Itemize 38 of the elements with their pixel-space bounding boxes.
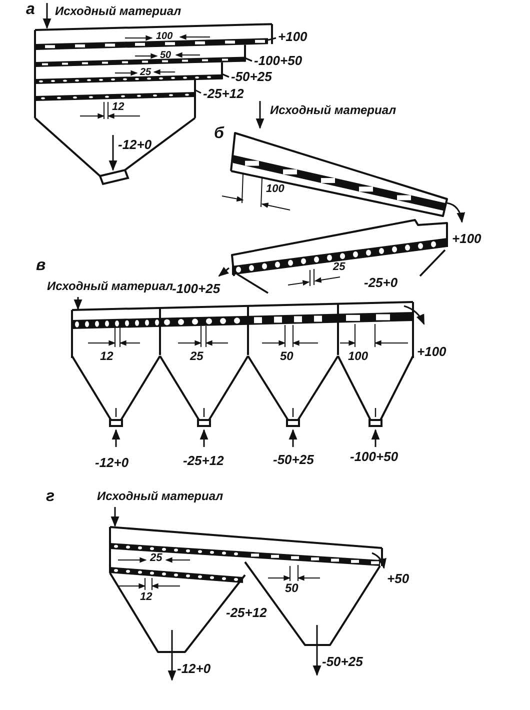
fraction-label: -100+50	[254, 54, 302, 67]
panel-letter: б	[214, 126, 224, 142]
hole-size-label: 25	[150, 553, 162, 564]
feed-label: Исходный материал	[55, 5, 182, 17]
fraction-label: -100+50	[350, 450, 398, 463]
fraction-label: -50+25	[322, 655, 363, 668]
hole-size-label: 25	[140, 68, 152, 78]
fraction-label: -12+0	[177, 662, 211, 675]
fraction-label: -50+25	[273, 453, 314, 466]
hole-size-label: 12	[100, 350, 114, 362]
hole-size-label: 100	[266, 184, 284, 195]
fraction-label: -12+0	[95, 456, 129, 469]
fraction-label: +100	[452, 232, 482, 245]
fraction-label: +50	[387, 572, 410, 585]
hole-size-label: 25	[333, 262, 346, 273]
fraction-label: -25+0	[364, 276, 398, 289]
fraction-label: -100+25	[172, 282, 220, 295]
hole-size-label: 12	[140, 592, 152, 603]
hole-size-label: 100	[348, 350, 368, 362]
fraction-label: +100	[278, 30, 308, 43]
feed-label: Исходный материал	[270, 104, 396, 116]
panel-letter: г	[46, 489, 55, 505]
fraction-label: +100	[417, 345, 446, 358]
fraction-label: -12+0	[118, 138, 152, 151]
hole-size-label: 100	[156, 32, 173, 42]
feed-label: Исходный материал	[97, 490, 224, 502]
hole-size-label: 12	[112, 102, 124, 113]
hole-size-label: 50	[160, 51, 172, 61]
fraction-label: -25+12	[203, 87, 244, 100]
hole-size-label: 50	[285, 582, 298, 594]
fraction-label: -25+12	[183, 454, 224, 467]
panel-letter: а	[26, 2, 35, 18]
panel-letter: в	[36, 258, 46, 274]
feed-label: Исходный материал	[47, 280, 174, 292]
fraction-label: -25+12	[226, 606, 267, 619]
hole-size-label: 25	[190, 350, 204, 362]
fraction-label: -50+25	[231, 70, 272, 83]
hole-size-label: 50	[280, 350, 294, 362]
